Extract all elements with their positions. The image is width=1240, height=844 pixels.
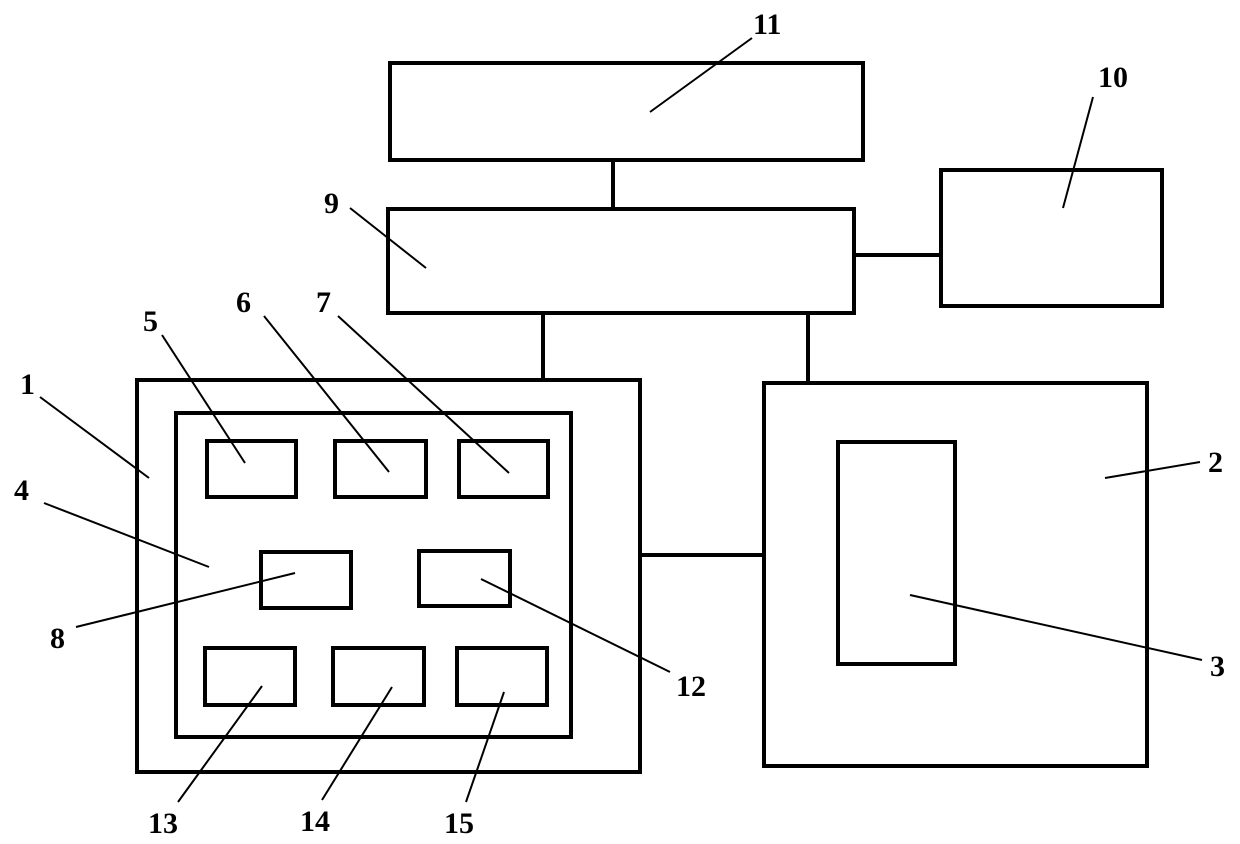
label-6: 6	[236, 286, 251, 319]
leader-10	[1063, 97, 1093, 208]
label-4: 4	[14, 474, 29, 507]
component-5-box	[207, 441, 296, 497]
leader-2	[1105, 462, 1200, 478]
leader-15	[466, 692, 504, 802]
label-2: 2	[1208, 446, 1223, 479]
component-1-box	[137, 380, 640, 772]
leader-1	[40, 397, 149, 478]
label-1: 1	[20, 368, 35, 401]
component-10-box	[941, 170, 1162, 306]
component-13-box	[205, 648, 295, 705]
label-13: 13	[148, 807, 178, 840]
component-3-box	[838, 442, 955, 664]
component-12-box	[419, 551, 510, 606]
label-5: 5	[143, 305, 158, 338]
component-9-box	[388, 209, 854, 313]
component-11-box	[390, 63, 863, 160]
component-14-box	[333, 648, 424, 705]
leader-11	[650, 38, 752, 112]
label-9: 9	[324, 187, 339, 220]
component-6-box	[335, 441, 426, 497]
label-8: 8	[50, 622, 65, 655]
label-15: 15	[444, 807, 474, 840]
leader-4	[44, 503, 209, 567]
label-14: 14	[300, 805, 330, 838]
leader-7	[338, 316, 509, 473]
label-10: 10	[1098, 61, 1128, 94]
component-8-box	[261, 552, 351, 608]
label-7: 7	[316, 286, 331, 319]
label-3: 3	[1210, 650, 1225, 683]
label-11: 11	[753, 8, 781, 41]
label-12: 12	[676, 670, 706, 703]
leader-6	[264, 316, 389, 472]
